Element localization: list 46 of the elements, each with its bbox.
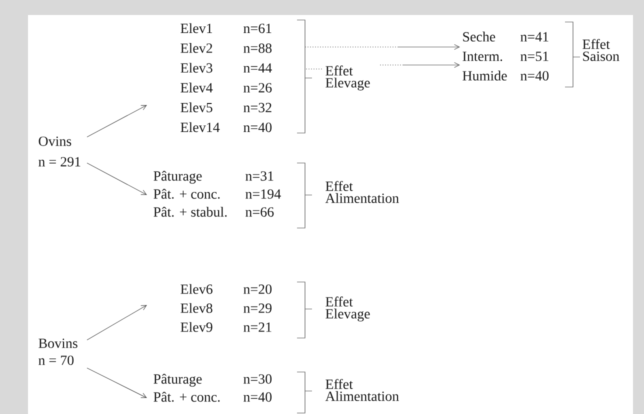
node-label: n=30: [244, 374, 272, 384]
node-label: n=31: [246, 171, 274, 181]
node-label: n=44: [244, 63, 272, 73]
node-label: n=21: [244, 322, 272, 332]
node-label: Elev14: [180, 122, 220, 132]
category-list: Elev1 n=61 Elev2 n=88 Elev3 n=44 Elev4 n=26 Elev5 n=32 Elev14 n=40: [180, 23, 272, 132]
node-label: n=66: [246, 207, 274, 217]
node-label: n=40: [520, 71, 549, 81]
node-label: n=88: [244, 43, 272, 53]
node-label: Seche: [463, 32, 496, 42]
node-label: Pâturage: [154, 374, 202, 387]
node-label: Elev8: [180, 303, 212, 313]
effect-label: Effet Elevage: [326, 66, 370, 90]
node-label: Elev4: [180, 82, 213, 92]
node-label: n=40: [244, 392, 272, 402]
node-label: Pâturage: [154, 170, 202, 184]
node-label: Pât. + conc.: [154, 392, 220, 402]
node-label: n=51: [520, 52, 548, 62]
node-label: n=29: [244, 304, 272, 313]
effect-label: Effet Elevage: [326, 296, 370, 322]
node-label: n=41: [520, 32, 548, 42]
node-label: Elev3: [180, 62, 212, 73]
category-list: Elev6 n=20 Elev8 n=29 Elev9 n=21: [180, 284, 272, 332]
node-label: n=61: [244, 24, 272, 34]
node-label: n=40: [244, 122, 272, 132]
node-label: Pât. + stabul.: [154, 206, 227, 217]
node-label: Elev1: [180, 23, 212, 34]
species-label: Ovins n = 291: [38, 136, 80, 166]
node-label: Elev2: [180, 43, 212, 53]
category-list: Pâturage n=31 Pât. + conc. n=194 Pât. + stabul. n=66: [154, 170, 281, 217]
node-label: Interm.: [462, 52, 502, 62]
effect-label: Effet Alimentation: [325, 378, 399, 401]
category-list: Seche n=41 Interm. n=51 Humide n=40: [462, 32, 549, 81]
node-label: Pât. + conc.: [154, 188, 220, 199]
node-label: n=20: [244, 284, 272, 294]
effect-label: Effet Saison: [582, 39, 620, 61]
node-label: n=194: [246, 189, 281, 199]
node-label: n=26: [244, 83, 272, 92]
effect-label: Effet Alimentation: [325, 181, 399, 203]
species-label: Bovins n = 70: [38, 338, 78, 366]
node-label: Humide: [462, 70, 507, 81]
node-label: Elev5: [180, 102, 212, 112]
node-label: Elev6: [180, 284, 212, 294]
node-label: n=32: [244, 102, 272, 112]
node-label: Elev9: [180, 322, 212, 332]
category-list: Pâturage n=30 Pât. + conc. n=40: [154, 374, 272, 402]
